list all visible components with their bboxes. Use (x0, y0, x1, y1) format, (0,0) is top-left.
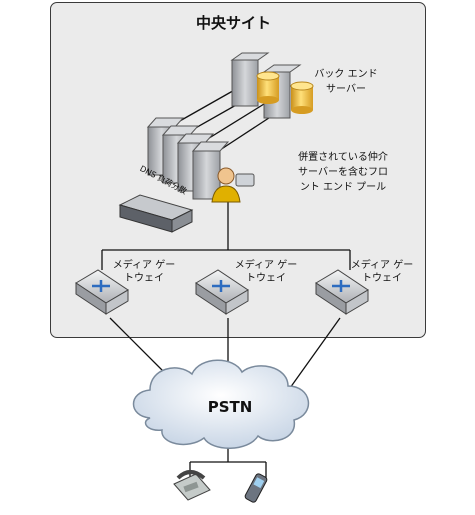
mobile-phone-icon (244, 473, 268, 503)
database-icon (256, 71, 314, 114)
site-title: 中央サイト (196, 14, 272, 32)
load-balancer-device (118, 194, 194, 233)
pstn-label: PSTN (207, 398, 253, 416)
frontend-pool-label: 併置されている仲介 サーバーを含むフロ ント エンド プール (298, 152, 388, 193)
media-gateway-icon (195, 269, 249, 315)
desk-phone-icon (173, 470, 211, 501)
pstn-cloud-icon (132, 359, 310, 449)
media-gateway-label: メディア ゲー トウェイ (350, 260, 414, 284)
media-gateway-label: メディア ゲー トウェイ (112, 260, 176, 284)
media-gateway-label: メディア ゲー トウェイ (234, 260, 298, 284)
media-gateway-icon (75, 269, 129, 315)
backend-servers-label: バック エンド サーバー (314, 69, 378, 95)
mediation-user-icon (211, 167, 255, 203)
media-gateway-icon (315, 269, 369, 315)
